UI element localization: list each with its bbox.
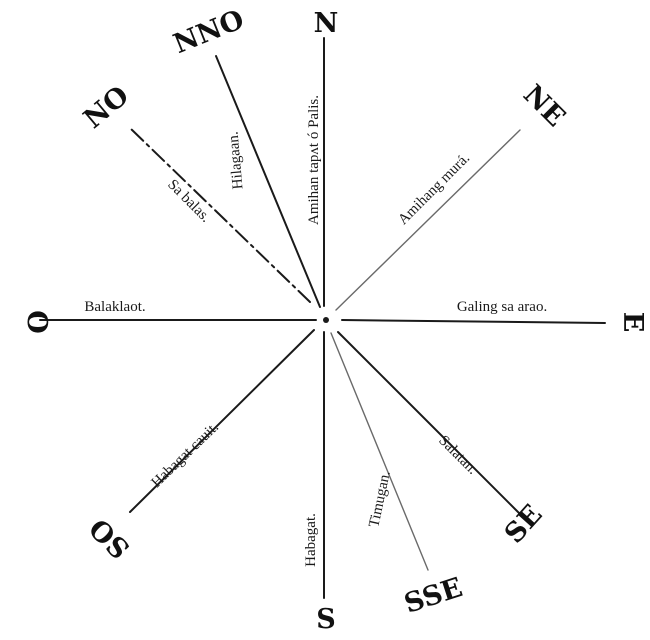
- ray-no: [129, 127, 311, 303]
- wind-label-e: Galing sa arao.: [457, 299, 547, 315]
- label-ne: NE: [517, 79, 571, 133]
- wind-label-n: Amihan tapʌt ó Palis.: [306, 95, 322, 225]
- label-sse: SSE: [401, 572, 467, 620]
- label-nno: NNO: [169, 4, 248, 60]
- label-s: S: [316, 604, 336, 635]
- wind-label-nno: Hilagaan.: [226, 131, 247, 190]
- ray-so: [129, 329, 315, 513]
- label-n: N: [314, 8, 339, 39]
- label-no: NO: [78, 80, 135, 135]
- wind-label-o: Balaklaot.: [84, 299, 145, 315]
- center-point: [323, 317, 329, 323]
- ray-ne: [335, 129, 521, 311]
- label-so: SO: [84, 512, 136, 564]
- wind-label-ne: Amihang murá.: [395, 150, 473, 228]
- wind-label-sse: Timugan.: [366, 469, 394, 528]
- wind-label-se: Salatan.: [435, 433, 480, 478]
- ray-sse: [330, 332, 429, 571]
- label-se: SE: [499, 499, 549, 550]
- wind-label-s: Habagat.: [303, 513, 319, 567]
- ray-se: [337, 331, 521, 515]
- ray-e: [341, 319, 606, 324]
- wind-label-so: Habagat cauit.: [149, 419, 222, 491]
- ray-nno: [215, 55, 321, 308]
- label-o: O: [21, 310, 52, 334]
- label-e: E: [617, 312, 648, 333]
